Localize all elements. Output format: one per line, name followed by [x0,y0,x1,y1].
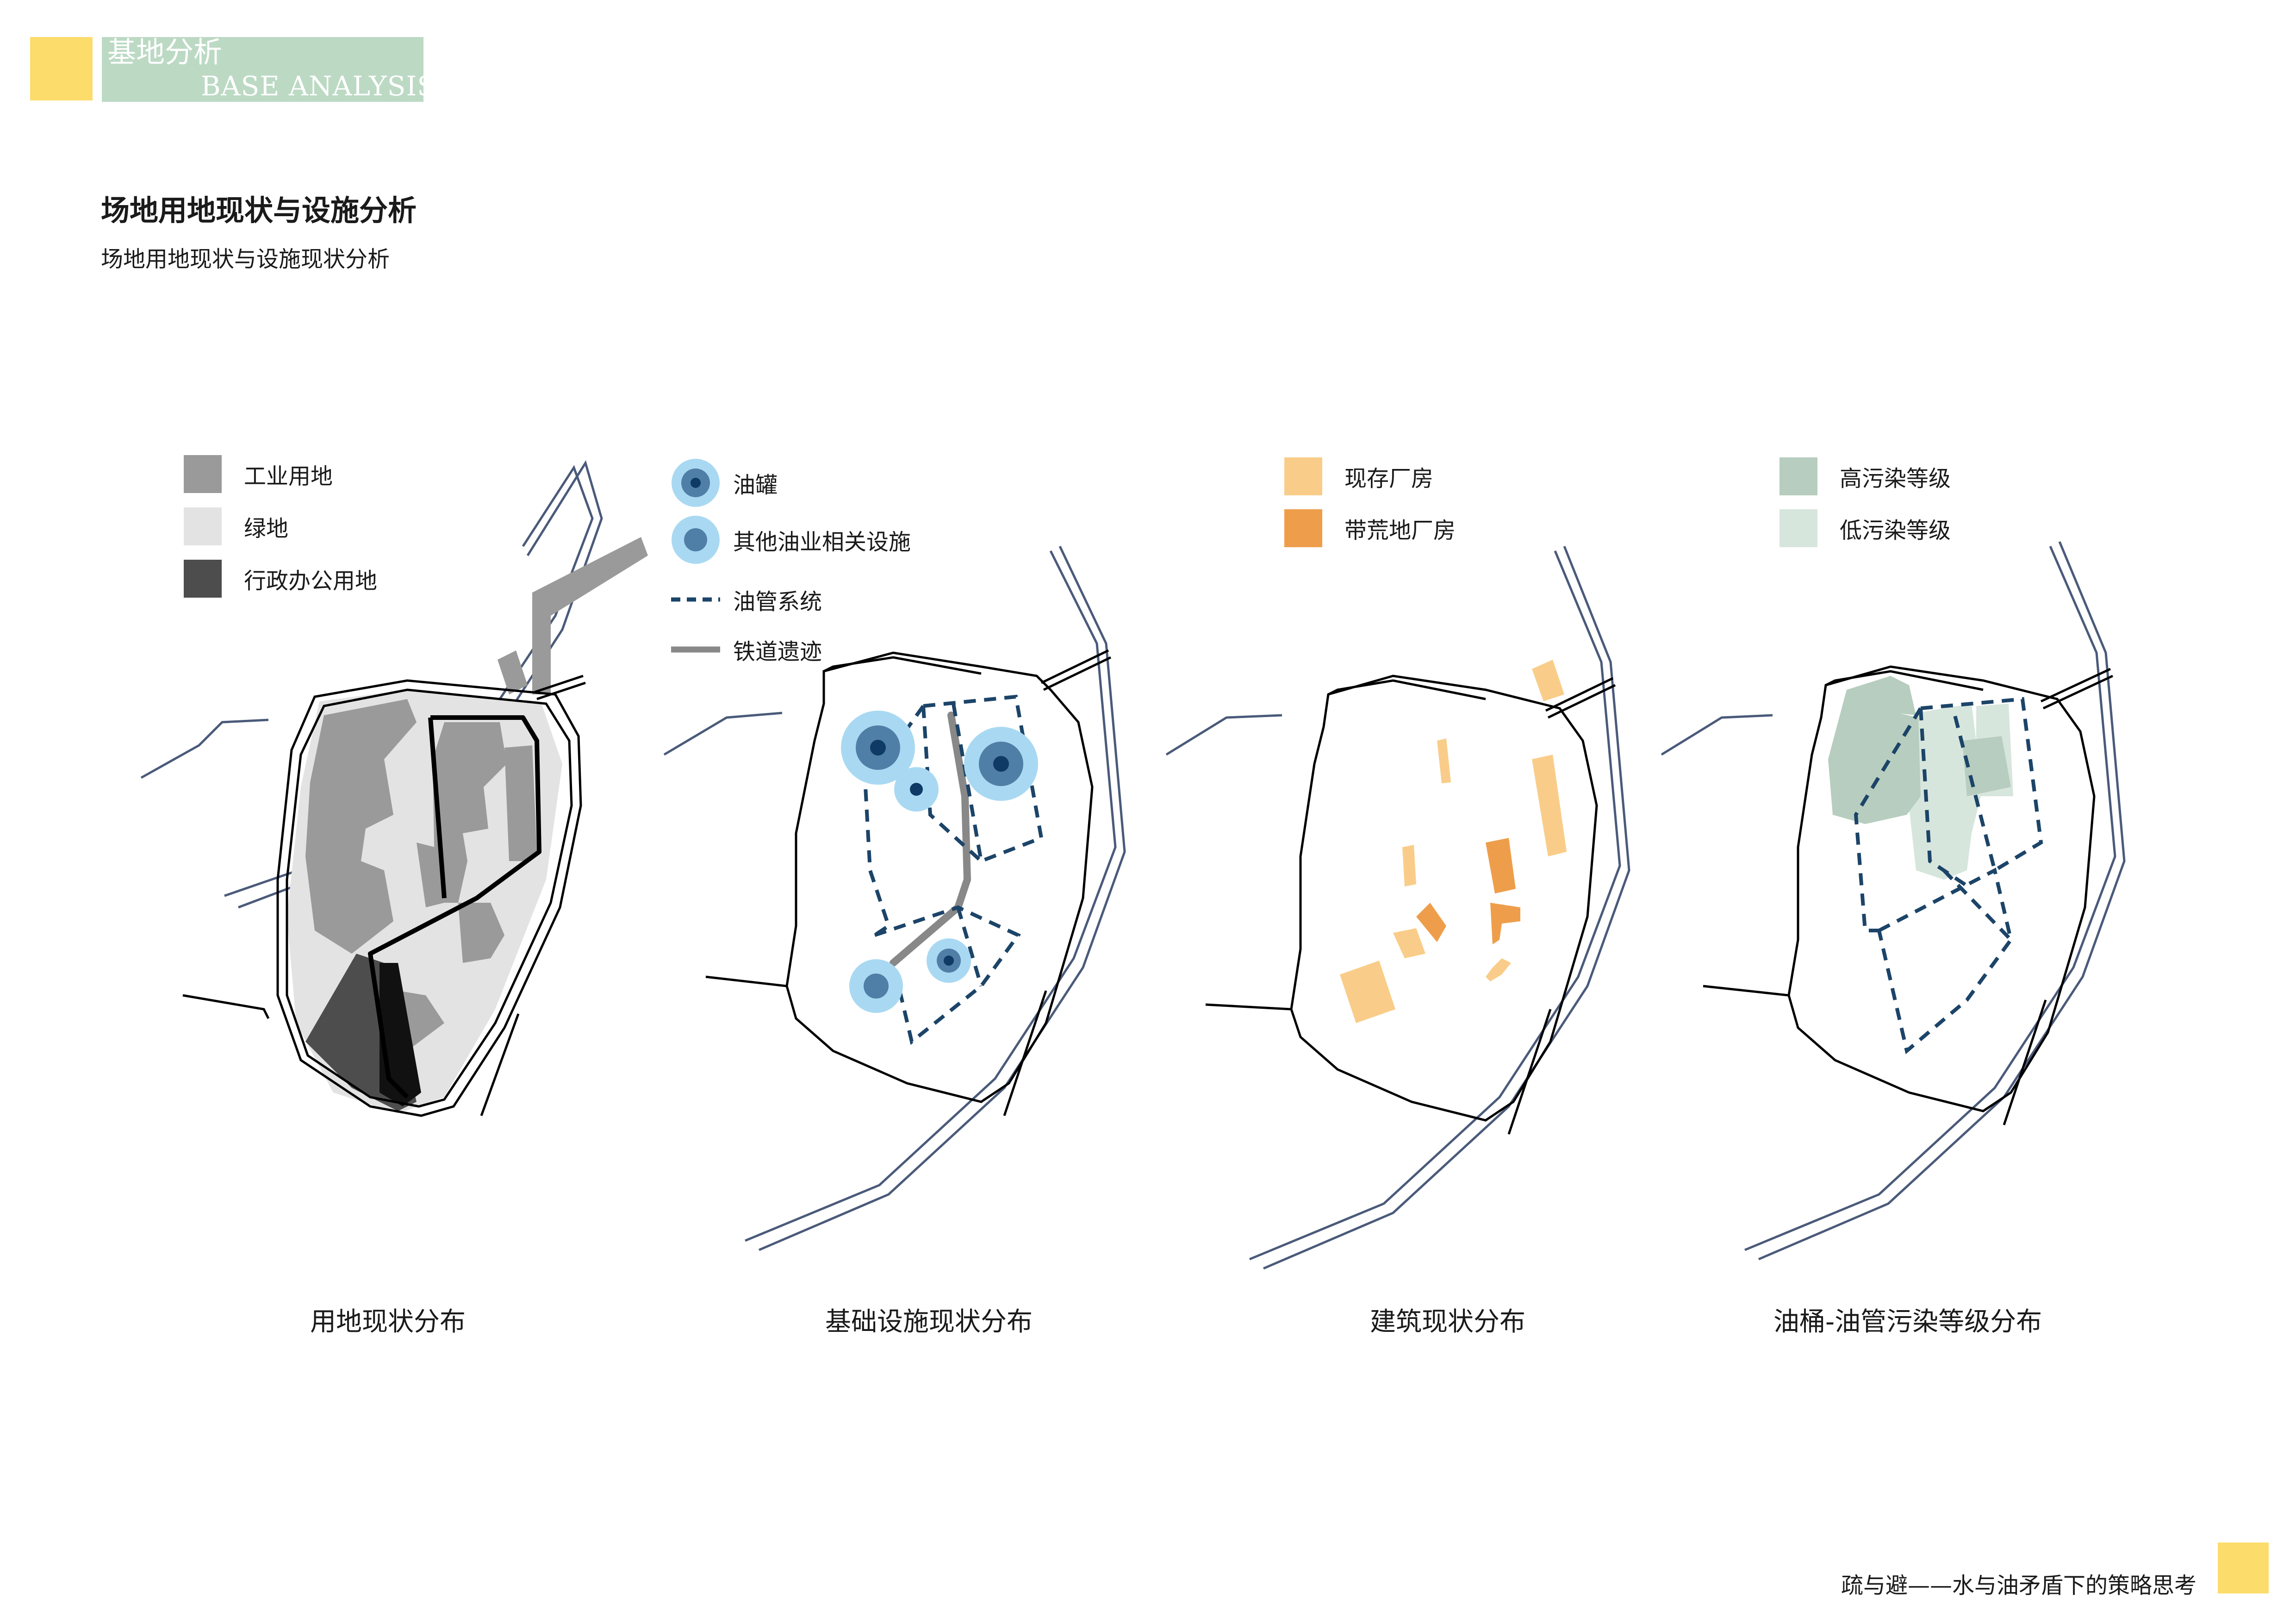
site-outline [182,675,586,1117]
map-land-use [140,460,648,1117]
header-band [102,37,423,102]
high-pollution-zones [1828,676,2011,824]
legend-label: 行政办公用地 [244,568,378,594]
caption-land-use: 用地现状分布 [310,1307,466,1337]
wasteland-factories [1416,838,1520,944]
legend-label: 带荒地厂房 [1344,518,1456,543]
dashed-line-icon [671,597,720,602]
oil-tank-2 [964,727,1038,801]
road-lines [663,545,1126,1251]
legend-industrial: 工业用地 [184,455,333,493]
legend-swatch [1284,509,1322,547]
legend-label: 铁道遗迹 [733,639,822,665]
legend-swatch [184,455,222,493]
site-outline [1703,665,2114,1125]
legend-rail: 铁道遗迹 [671,633,822,666]
solid-line-icon [671,646,720,653]
map-infrastructure [663,545,1126,1251]
header-title-cn: 基地分析 [107,35,223,69]
legend-swatch [184,560,222,598]
legend-low-pollution: 低污染等级 [1780,509,1951,547]
footer-text: 疏与避——水与油矛盾下的策略思考 [1841,1573,2196,1599]
page-title: 场地用地现状与设施分析 [101,194,417,227]
oil-tank-4 [927,938,971,983]
legend-label: 工业用地 [244,463,333,489]
admin-land-dark [380,963,421,1106]
site-outline [1205,675,1616,1135]
site-boundary [368,715,541,1099]
legend-pipe-system: 油管系统 [671,583,822,616]
oil-tank-icon [672,459,720,507]
oil-tank-3 [894,767,939,812]
legend-green-space: 绿地 [184,507,288,545]
legend-swatch [1284,457,1322,495]
header-title-en: BASE ANALYSIS [201,70,436,102]
rail-remnant [890,712,971,967]
oil-facility-1 [849,959,903,1013]
legend-existing-factory: 现存厂房 [1284,457,1433,495]
legend-wasteland-factory: 带荒地厂房 [1284,509,1456,547]
oil-facility-icon [672,516,720,564]
accent-square-top-left [30,37,93,100]
map-buildings [1165,546,1630,1270]
legend-high-pollution: 高污染等级 [1780,457,1951,495]
legend-label: 绿地 [244,516,289,542]
road-lines [1661,541,2126,1261]
caption-buildings: 建筑现状分布 [1370,1307,1525,1337]
legend-admin: 行政办公用地 [184,560,377,598]
legend-swatch [1780,509,1817,547]
oil-tank-1 [841,711,915,785]
existing-factories [1340,660,1567,1023]
legend-oil-tank: 油罐 [671,458,778,507]
legend-swatch [184,507,222,545]
map-pollution [1661,541,2126,1261]
legend-label: 现存厂房 [1344,466,1434,492]
accent-square-bottom-right [2218,1543,2269,1593]
legend-swatch [1780,457,1817,495]
site-outline [705,649,1112,1116]
pipe-system-overlay [1854,697,2043,1055]
oil-tanks [841,711,1038,1013]
page-subtitle: 场地用地现状与设施现状分析 [101,246,390,272]
legend-oil-facility: 其他油业相关设施 [671,515,911,564]
legend-label: 其他油业相关设施 [733,529,911,555]
road-lines [1165,546,1630,1270]
legend-label: 高污染等级 [1840,466,1951,492]
legend-label: 低污染等级 [1840,518,1951,543]
legend-label: 油管系统 [733,589,822,615]
legend-label: 油罐 [733,472,778,498]
caption-infrastructure: 基础设施现状分布 [825,1307,1033,1337]
caption-pollution: 油桶-油管污染等级分布 [1773,1307,2042,1337]
